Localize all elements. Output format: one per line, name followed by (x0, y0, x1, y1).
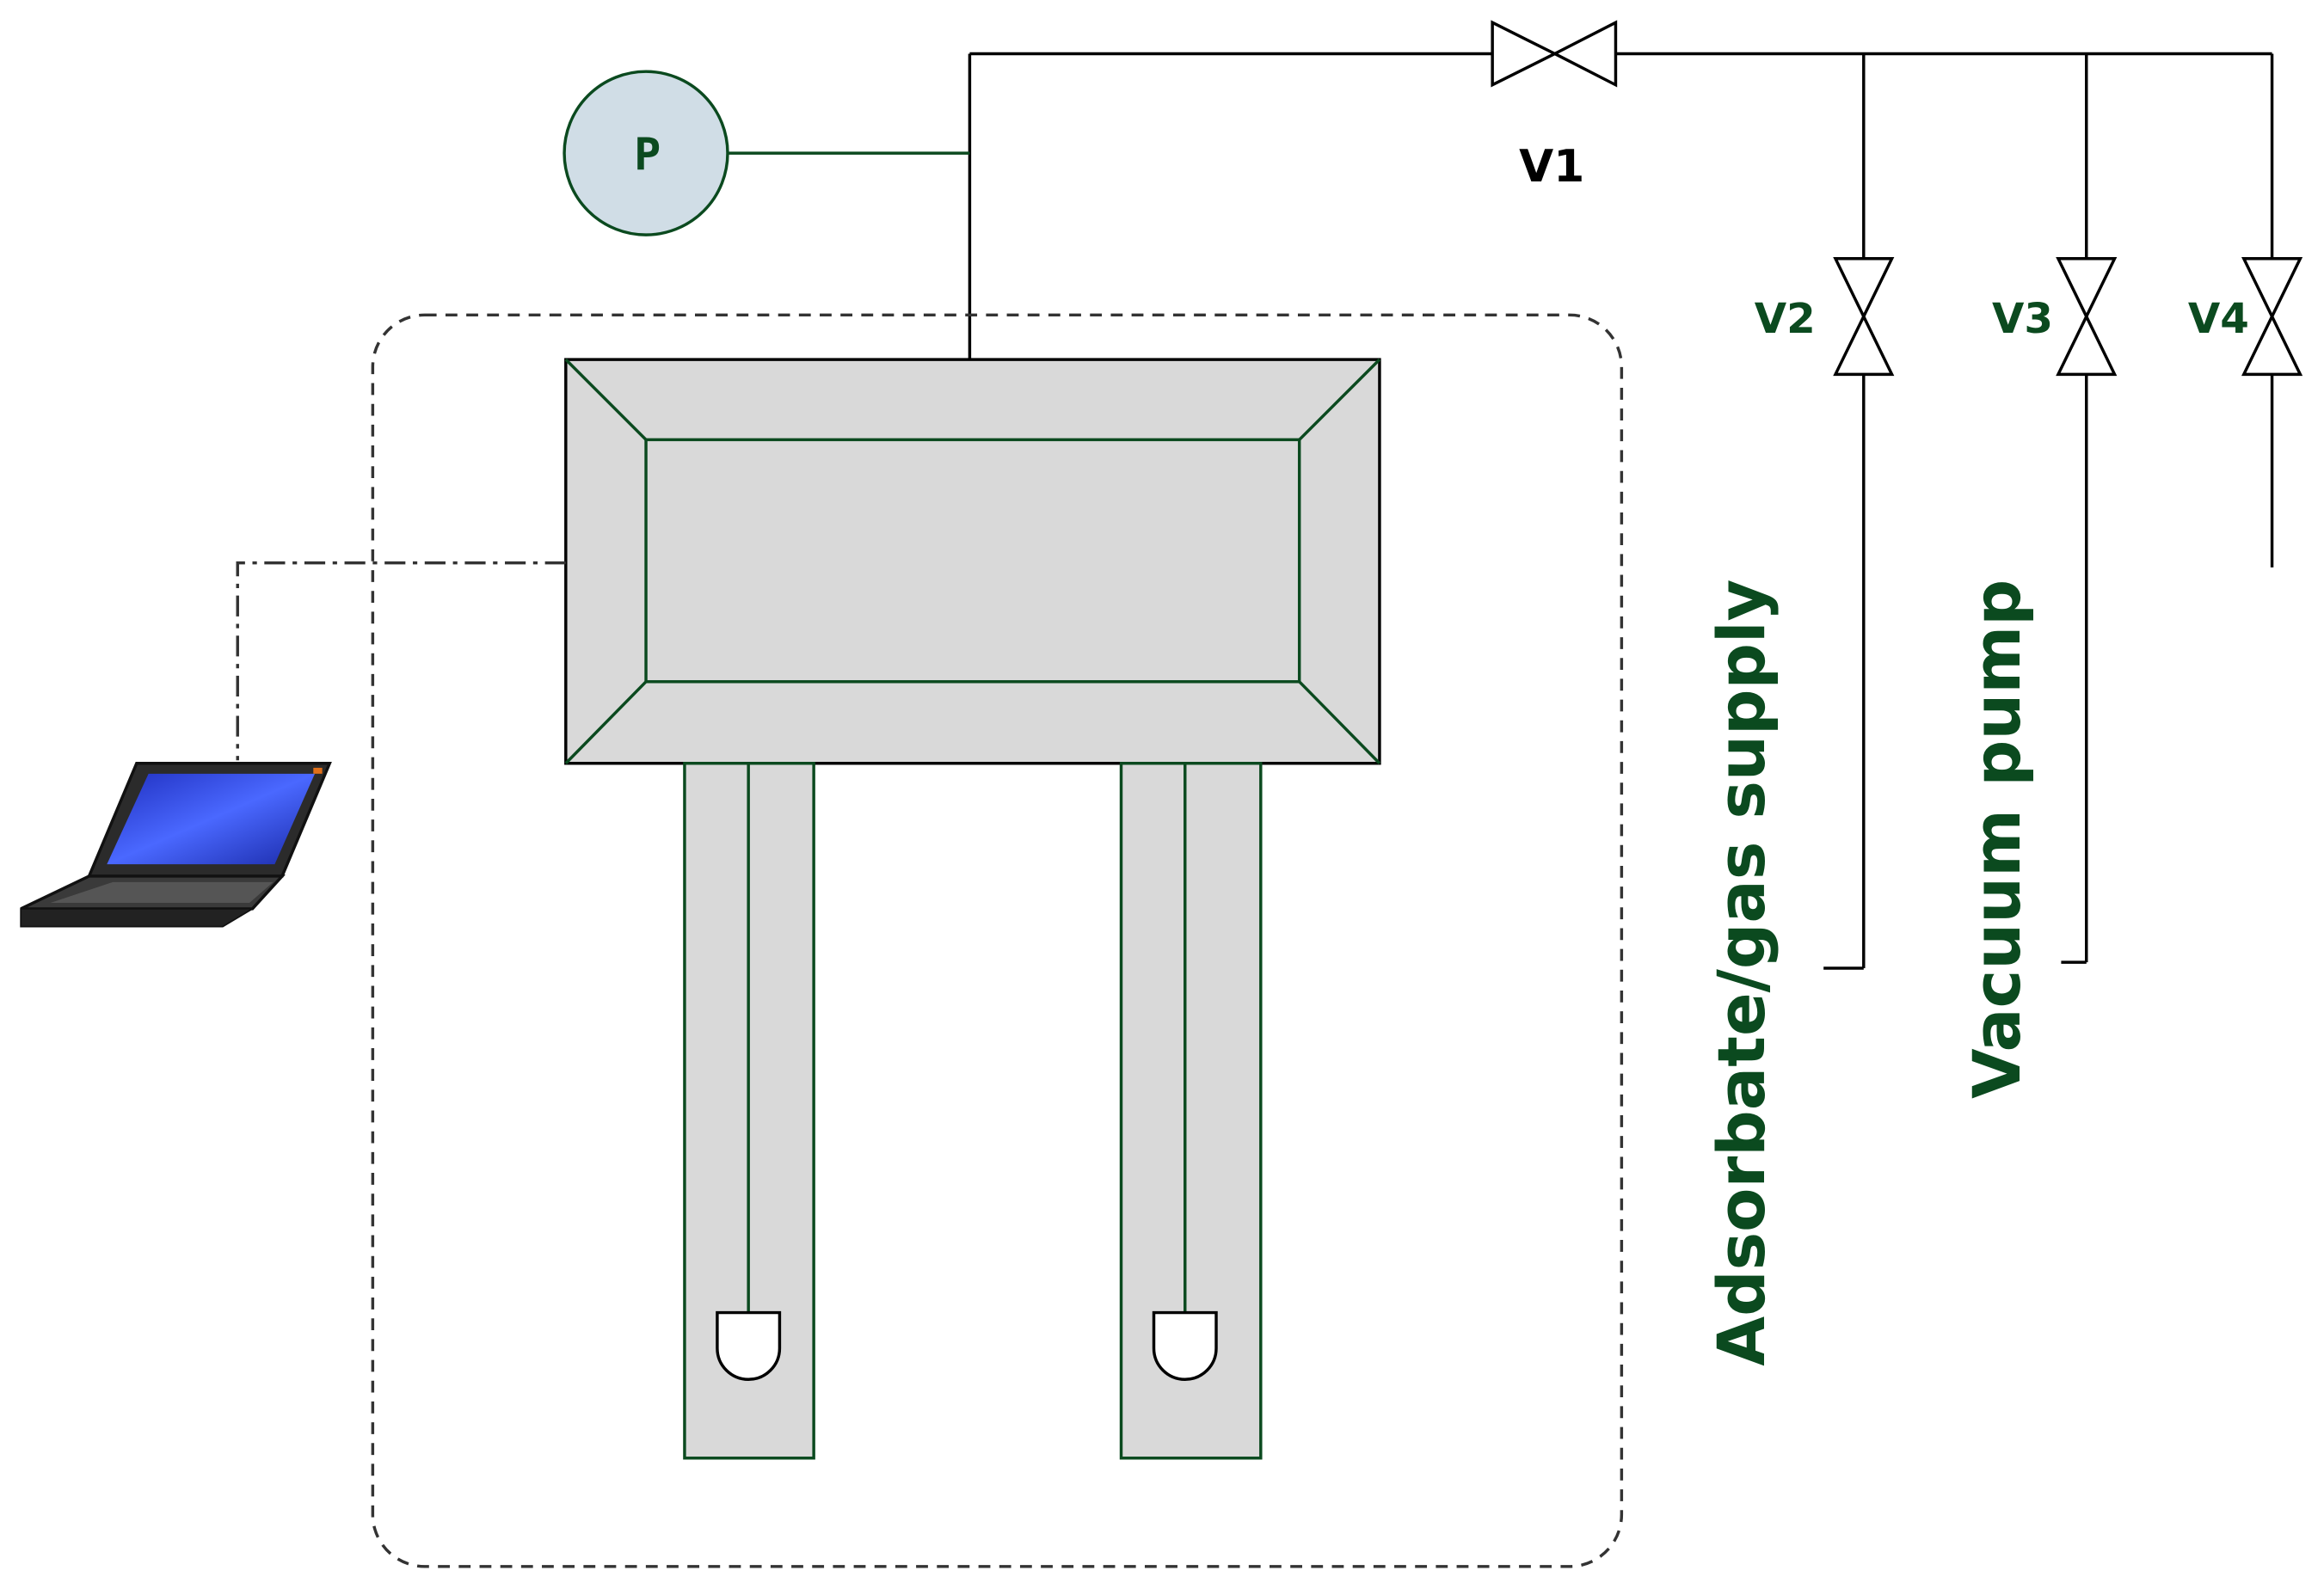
valve-v3-label: V3 (1992, 295, 2053, 343)
sample-holder-icon (716, 1310, 782, 1381)
valve-v4-icon (2241, 257, 2303, 377)
laptop-icon (20, 762, 332, 928)
adsorbate-supply-label: Adsorbate/gas supply (1703, 580, 1780, 1366)
apparatus-enclosure (371, 313, 1624, 1568)
valve-v3-icon (2056, 257, 2118, 377)
data-cable (236, 561, 566, 761)
pressure-gauge-icon: P (563, 70, 729, 236)
gauge-label: P (634, 129, 661, 181)
valve-v1-label: V1 (1519, 141, 1584, 193)
manifold-lines (968, 52, 2274, 970)
valve-v2-icon (1833, 257, 1895, 377)
sample-tube-left (683, 762, 815, 1460)
valve-v2-label: V2 (1755, 295, 1816, 343)
valve-v4-label: V4 (2188, 295, 2249, 343)
sample-tube-right (1119, 762, 1263, 1460)
vacuum-pump-label: Vacuum pump (1958, 580, 2035, 1099)
sample-holder-icon (1152, 1310, 1218, 1381)
valve-v1-icon (1491, 20, 1618, 88)
instrument-head (564, 358, 1381, 765)
